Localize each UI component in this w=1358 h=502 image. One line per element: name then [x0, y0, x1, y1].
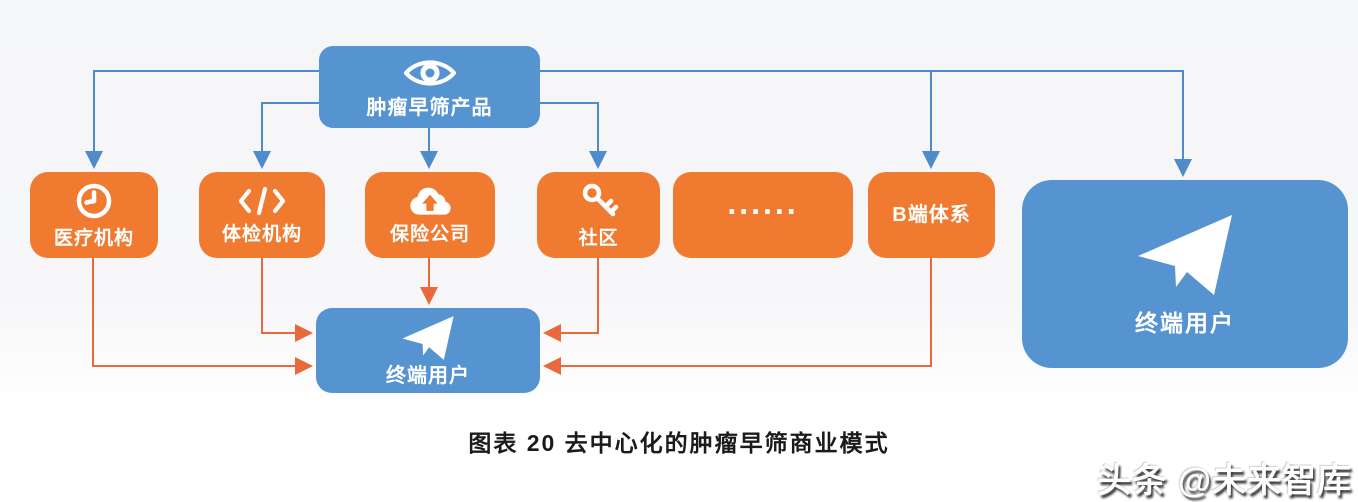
node-label: 终端用户: [386, 365, 470, 387]
clock-icon: [76, 183, 112, 218]
node-label: 肿瘤早筛产品: [366, 96, 493, 119]
paper-plane-icon: [402, 316, 454, 360]
node-label: B端体系: [892, 204, 971, 226]
node-label: 医疗机构: [53, 227, 134, 249]
node-end-user-large: 终端用户: [1022, 180, 1348, 368]
node-screening-product: 肿瘤早筛产品: [319, 46, 540, 128]
node-exam-institution: 体检机构: [199, 172, 325, 258]
node-end-user-small: 终端用户: [316, 308, 540, 393]
key-icon: [582, 183, 618, 216]
node-label: 社区: [578, 227, 619, 249]
node-label: 体检机构: [221, 223, 302, 245]
node-community: 社区: [537, 172, 660, 258]
node-b-side-system: B端体系: [868, 172, 995, 258]
cloud-upload-icon: [410, 187, 451, 215]
node-medical-institution: 医疗机构: [30, 172, 158, 258]
figure-caption: 图表 20 去中心化的肿瘤早筛商业模式: [468, 430, 890, 456]
node-label: 终端用户: [1135, 310, 1235, 337]
ellipsis-label: ......: [727, 185, 799, 222]
paper-plane-icon: [1138, 215, 1232, 296]
code-icon: [238, 186, 286, 215]
node-insurance-company: 保险公司: [365, 172, 495, 258]
node-other-channels: ......: [673, 172, 853, 258]
watermark-toutiao: 头条 @未来智库: [1097, 462, 1352, 500]
eye-icon: [403, 59, 456, 86]
node-label: 保险公司: [389, 223, 470, 245]
